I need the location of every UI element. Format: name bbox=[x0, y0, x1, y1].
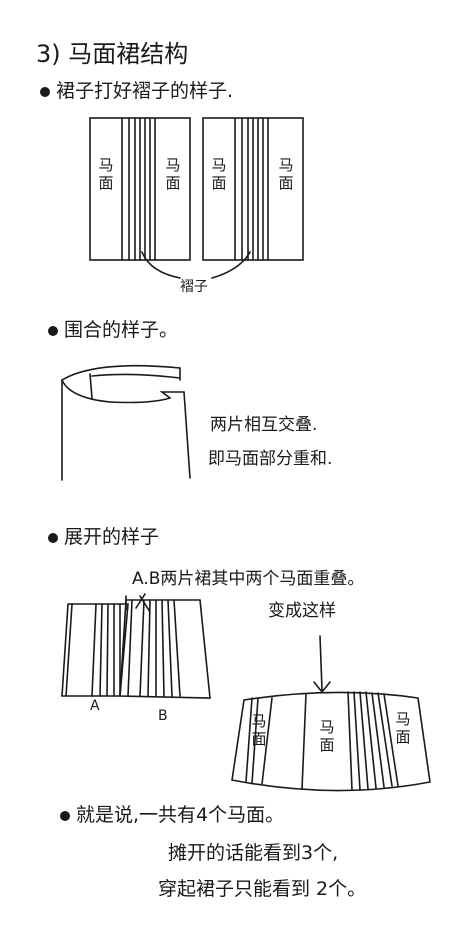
combined-panel-label-3: 马面 bbox=[395, 710, 411, 746]
wrapped-skirt-drawing bbox=[61, 364, 191, 481]
change-note: 变成这样 bbox=[268, 601, 336, 621]
overlap-note-2: 即马面部分重和. bbox=[208, 449, 333, 469]
bullet-dot bbox=[40, 86, 50, 97]
panel-label-1: 马面 bbox=[98, 156, 114, 192]
pleat-pointer-left bbox=[141, 251, 181, 279]
bullet-wrapped-skirt: 围合的样子。 bbox=[48, 315, 178, 342]
combined-skirt-drawing bbox=[231, 691, 431, 792]
unfolded-skirts-ab bbox=[61, 593, 211, 699]
flat-panel-right bbox=[202, 117, 304, 261]
page-title: 3) 马面裙结构 bbox=[36, 40, 189, 68]
bullet-unfolded-text: 展开的样子 bbox=[64, 526, 160, 548]
bullet-dot bbox=[60, 810, 70, 821]
panel-label-2: 马面 bbox=[165, 156, 181, 192]
pleat-pointer-right bbox=[211, 251, 251, 279]
bullet-wrapped-text: 围合的样子。 bbox=[64, 319, 179, 341]
flat-panel-left bbox=[89, 117, 191, 261]
panel-label-4: 马面 bbox=[278, 156, 294, 192]
combined-panel-label-1: 马面 bbox=[251, 712, 267, 748]
bullet-summary: 就是说,一共有4个马面。 bbox=[60, 800, 284, 827]
summary-line-3: 穿起裙子只能看到 2个。 bbox=[158, 878, 367, 900]
label-skirt-a: A bbox=[90, 698, 100, 714]
bullet-pleated-skirt: 裙子打好褶子的样子. bbox=[40, 76, 233, 103]
down-arrow-shaft bbox=[319, 635, 323, 691]
summary-line-2: 摊开的话能看到3个, bbox=[168, 842, 339, 864]
overlap-note-1: 两片相互交叠. bbox=[210, 415, 318, 435]
label-skirt-b: B bbox=[158, 708, 168, 724]
overlap-caption: A.B两片裙其中两个马面重叠。 bbox=[132, 569, 365, 589]
combined-panel-label-2: 马面 bbox=[319, 718, 335, 754]
bullet-dot bbox=[48, 532, 58, 543]
bullet-summary-text: 就是说,一共有4个马面。 bbox=[76, 804, 285, 826]
pleat-label: 褶子 bbox=[180, 279, 208, 295]
bullet-dot bbox=[48, 325, 58, 336]
bullet-unfolded-skirt: 展开的样子 bbox=[48, 522, 159, 549]
bullet-pleated-text: 裙子打好褶子的样子. bbox=[56, 80, 234, 102]
panel-label-3: 马面 bbox=[211, 156, 227, 192]
